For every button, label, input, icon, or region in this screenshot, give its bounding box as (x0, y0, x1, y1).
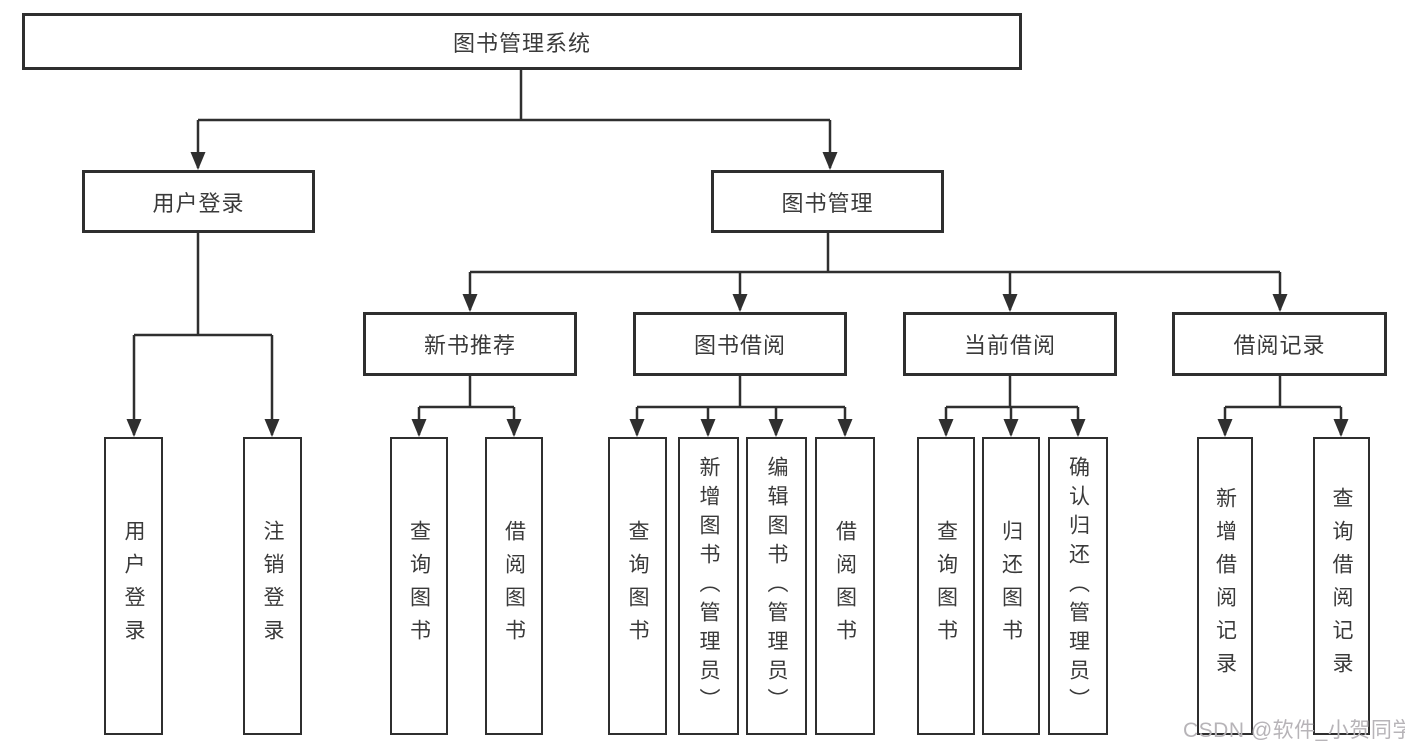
node-library-management-system: 图书管理系统 (22, 13, 1022, 70)
arrow-down-icon (700, 419, 716, 437)
leaf-query-books-current: 查询图书 (917, 437, 975, 735)
leaf-query-borrow-record: 查询借阅记录 (1313, 437, 1370, 735)
leaf-query-books-recommend: 查询图书 (390, 437, 448, 735)
arrow-down-icon (1272, 294, 1288, 312)
leaf-label: 用户登录 (122, 520, 145, 652)
arrow-down-icon (837, 419, 853, 437)
leaf-label: 新增图书（管理员） (697, 455, 720, 717)
arrow-down-icon (938, 419, 954, 437)
leaf-query-books-borrowing: 查询图书 (608, 437, 667, 735)
arrow-down-icon (822, 152, 838, 170)
arrow-down-icon (126, 419, 142, 437)
arrow-down-icon (264, 419, 280, 437)
tree-edges (132, 70, 1343, 435)
leaf-label: 注销登录 (261, 520, 284, 652)
arrow-down-icon (732, 294, 748, 312)
arrow-down-icon (1002, 294, 1018, 312)
leaf-label: 借阅图书 (502, 520, 526, 652)
leaf-label: 编辑图书（管理员） (765, 455, 788, 717)
arrow-down-icon (462, 294, 478, 312)
leaf-return-books: 归还图书 (982, 437, 1040, 735)
arrow-down-icon (506, 419, 522, 437)
leaf-borrow-books-borrowing: 借阅图书 (815, 437, 875, 735)
leaf-label: 查询借阅记录 (1330, 487, 1353, 685)
arrow-down-icon (768, 419, 784, 437)
leaf-add-book-admin: 新增图书（管理员） (678, 437, 739, 735)
node-new-book-recommendation: 新书推荐 (363, 312, 577, 376)
arrow-down-icon (1333, 419, 1349, 437)
leaf-logout-login: 注销登录 (243, 437, 302, 735)
leaf-label: 归还图书 (999, 520, 1023, 652)
arrowheads (126, 152, 1349, 437)
leaf-label: 新增借阅记录 (1213, 487, 1237, 685)
arrow-down-icon (1217, 419, 1233, 437)
leaf-label: 查询图书 (934, 520, 958, 652)
leaf-label: 确认归还（管理员） (1066, 455, 1090, 717)
node-book-borrowing: 图书借阅 (633, 312, 847, 376)
arrow-down-icon (1003, 419, 1019, 437)
leaf-edit-book-admin: 编辑图书（管理员） (746, 437, 807, 735)
leaf-confirm-return-admin: 确认归还（管理员） (1048, 437, 1108, 735)
leaf-user-login: 用户登录 (104, 437, 163, 735)
node-borrowing-records: 借阅记录 (1172, 312, 1387, 376)
node-current-borrowing: 当前借阅 (903, 312, 1117, 376)
csdn-watermark: CSDN @软件_小贺同学 (1183, 719, 1405, 742)
leaf-label: 查询图书 (626, 520, 649, 652)
arrow-down-icon (629, 419, 645, 437)
leaf-add-borrow-record: 新增借阅记录 (1197, 437, 1253, 735)
node-book-management: 图书管理 (711, 170, 944, 233)
node-user-login: 用户登录 (82, 170, 315, 233)
arrow-down-icon (411, 419, 427, 437)
arrow-down-icon (190, 152, 206, 170)
leaf-label: 借阅图书 (833, 520, 857, 652)
leaf-borrow-books-recommend: 借阅图书 (485, 437, 543, 735)
arrow-down-icon (1070, 419, 1086, 437)
leaf-label: 查询图书 (407, 520, 431, 652)
